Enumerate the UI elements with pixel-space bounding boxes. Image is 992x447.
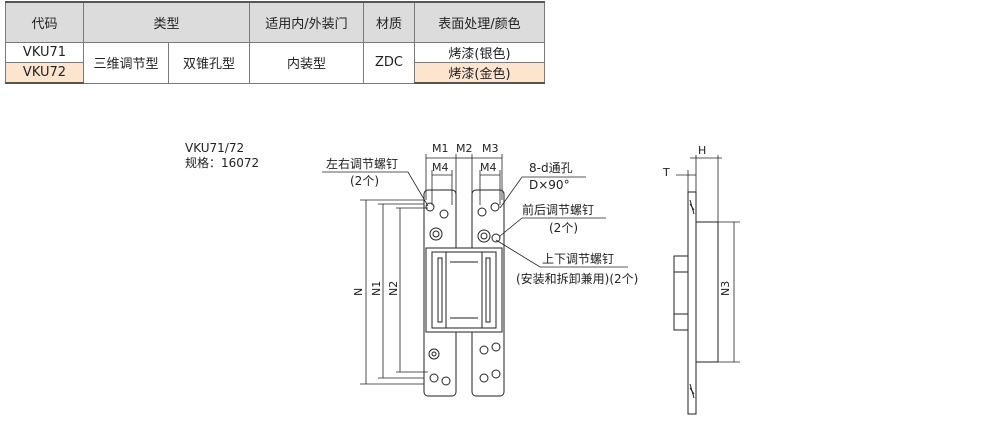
dim-m4-left: M4 (432, 161, 449, 174)
cell-type-sub: 双锥孔型 (168, 42, 250, 84)
hinge-front-view (423, 189, 505, 397)
dimension-lines-side (676, 155, 740, 363)
model-label: VKU71/72 (185, 141, 244, 155)
ud-screw-note: (安装和拆卸兼用)(2个) (516, 271, 638, 286)
dim-m3: M3 (482, 142, 499, 155)
lr-screw-count: (2个) (350, 174, 379, 188)
hinge-side-view (673, 191, 719, 415)
fb-screw-label: 前后调节螺钉 (522, 202, 594, 217)
dim-m1: M1 (432, 142, 449, 155)
cell-finish: 烤漆(金色) (414, 62, 545, 84)
angle-label: D×90° (529, 178, 570, 192)
dim-n3: N3 (719, 281, 732, 296)
ud-screw-label: 上下调节螺钉 (542, 252, 614, 266)
dim-n2: N2 (387, 281, 400, 296)
table-header-row: 代码 类型 适用内/外装门 材质 表面处理/颜色 (5, 1, 545, 43)
dim-m2: M2 (456, 142, 473, 155)
lr-screw-label: 左右调节螺钉 (326, 156, 398, 171)
table-row: VKU71 三维调节型 双锥孔型 内装型 ZDC 烤漆(银色) (5, 42, 545, 84)
cell-finish: 烤漆(银色) (414, 42, 545, 63)
dim-m4-right: M4 (480, 161, 497, 174)
dim-t: T (662, 166, 670, 179)
dimension-lines-front (322, 154, 628, 385)
cell-code: VKU72 (5, 62, 84, 84)
hole-label: 8-d通孔 (529, 161, 573, 175)
cell-door: 内装型 (249, 42, 364, 84)
cell-code: VKU71 (5, 42, 84, 63)
spec-label: 规格：16072 (185, 155, 259, 170)
fb-screw-count: (2个) (549, 221, 578, 235)
header-finish: 表面处理/颜色 (414, 1, 545, 43)
dim-n: N (352, 288, 365, 296)
table-row: VKU72 烤漆(金色) (5, 62, 545, 84)
cell-material: ZDC (363, 42, 415, 84)
cell-type-main: 三维调节型 (83, 42, 169, 84)
spec-table: 代码 类型 适用内/外装门 材质 表面处理/颜色 VKU71 三维调节型 双锥孔… (5, 1, 545, 84)
dim-n1: N1 (370, 281, 383, 296)
header-code: 代码 (5, 1, 84, 43)
dim-h: H (698, 144, 706, 157)
